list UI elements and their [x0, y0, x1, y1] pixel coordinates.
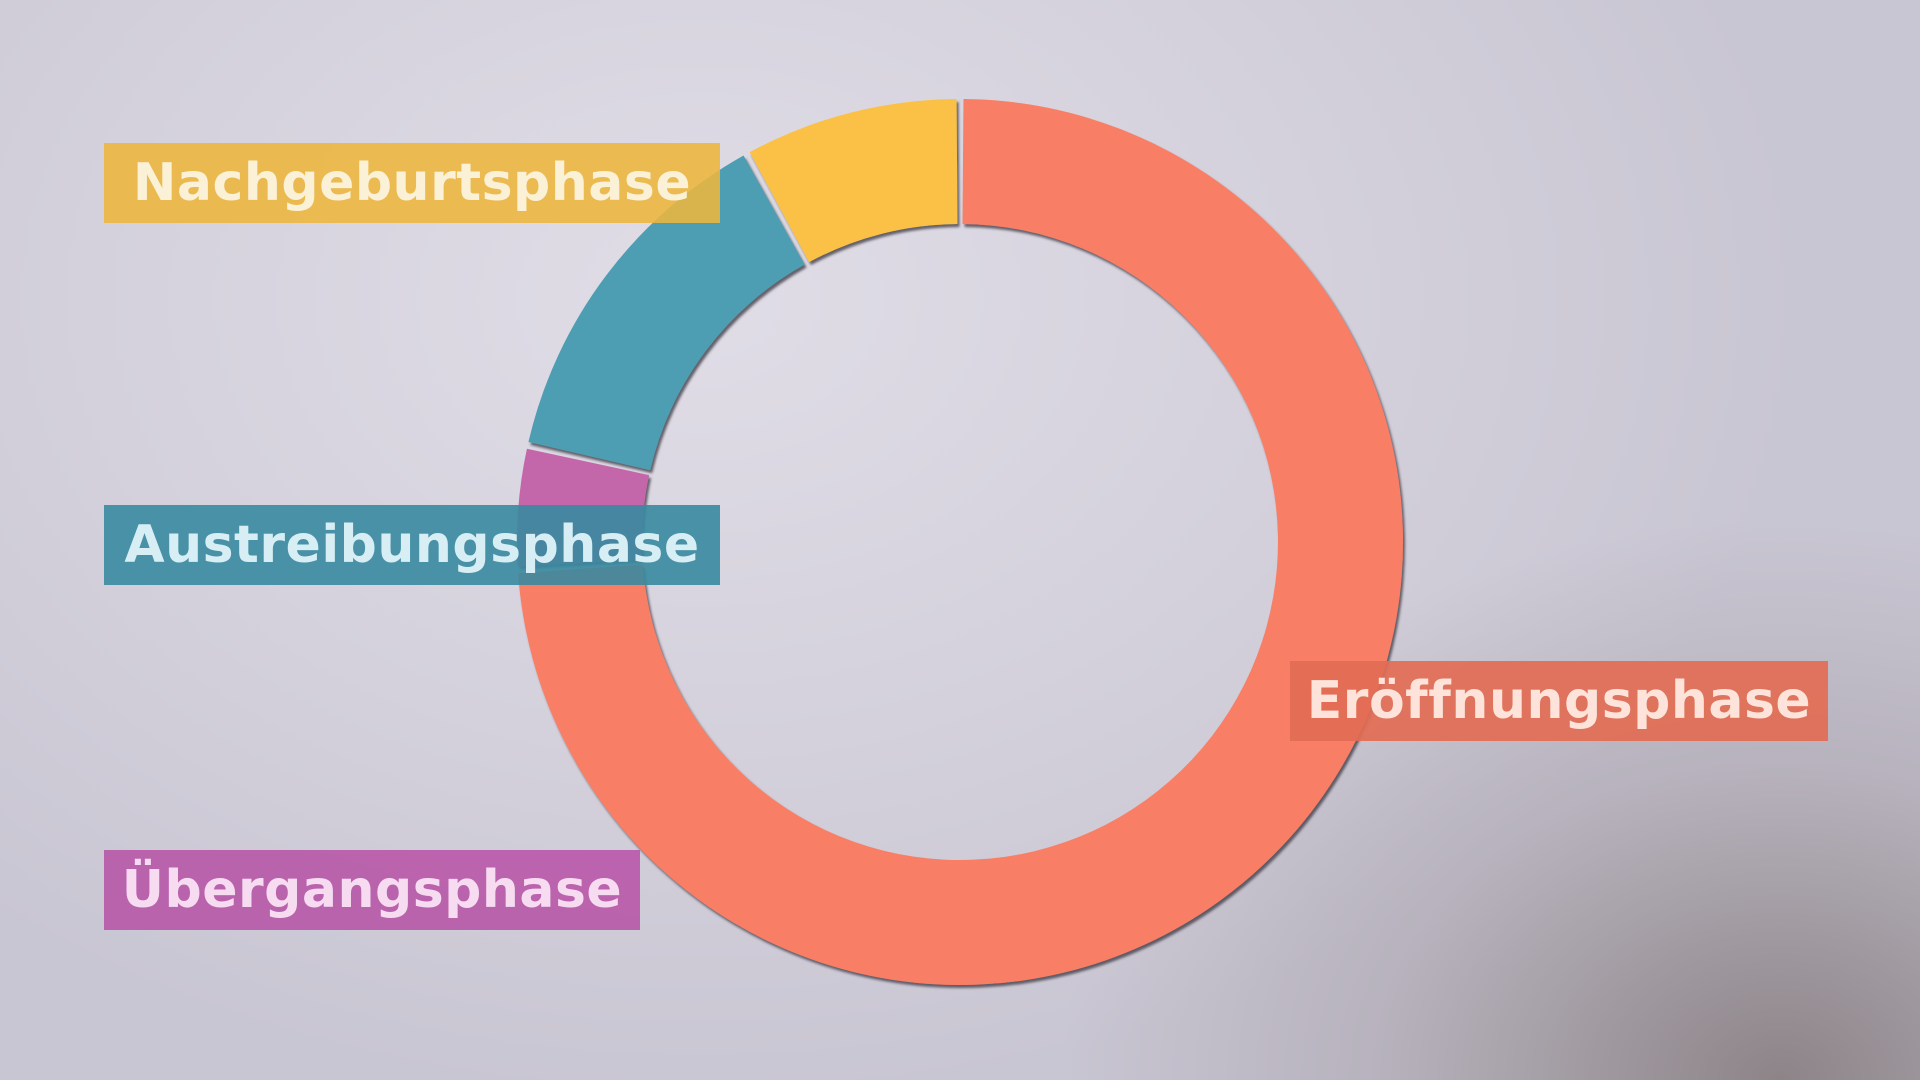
label-nachgeburtsphase: Nachgeburtsphase — [104, 143, 720, 223]
label-uebergangsphase: Übergangsphase — [104, 850, 640, 930]
slice-nachgeburtsphase — [749, 99, 958, 263]
label-eroeffnungsphase: Eröffnungsphase — [1290, 661, 1828, 741]
label-austreibungsphase: Austreibungsphase — [104, 505, 720, 585]
slice-austreibungsphase — [528, 155, 805, 471]
